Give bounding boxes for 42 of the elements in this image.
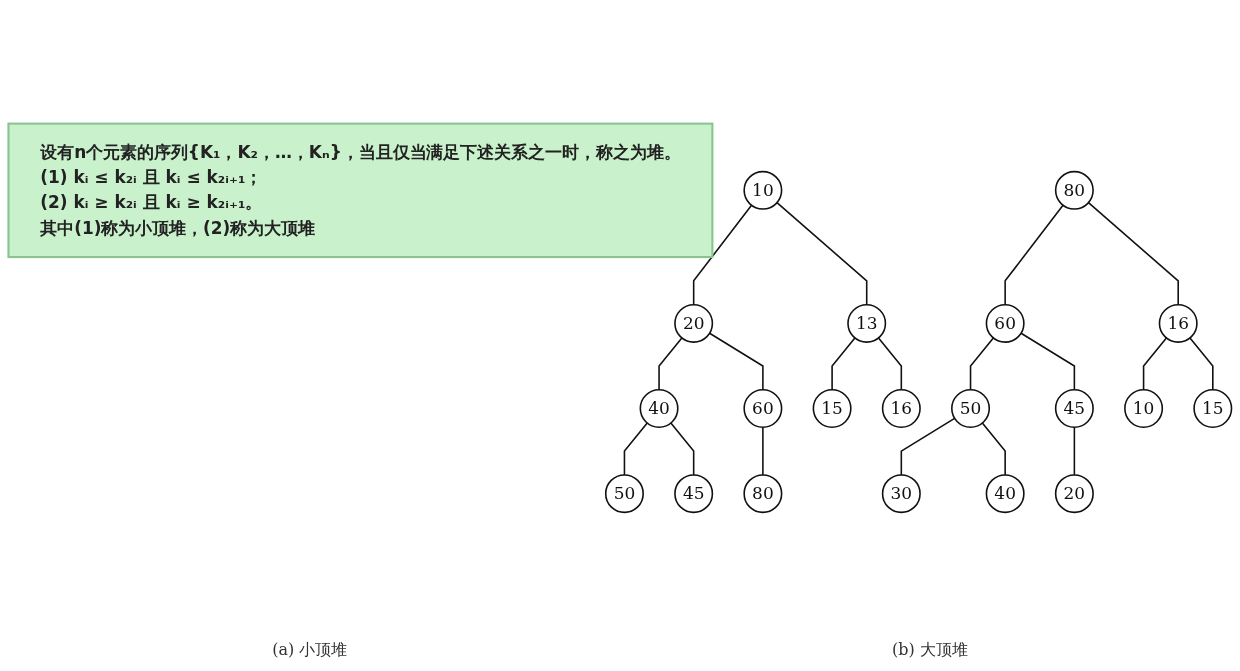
connector <box>900 417 956 476</box>
connector <box>1073 426 1076 476</box>
connector <box>708 332 764 391</box>
node-circle <box>985 474 1025 514</box>
connector <box>831 337 856 391</box>
connector <box>776 201 868 306</box>
node-circle <box>1193 389 1233 429</box>
node-circle <box>812 389 852 429</box>
node-circle <box>847 303 887 343</box>
node-circle <box>951 389 991 429</box>
node-circle <box>674 474 714 514</box>
connector <box>969 337 995 391</box>
node-box <box>7 122 714 259</box>
node-circle <box>743 389 783 429</box>
connector <box>877 337 903 391</box>
connector <box>762 426 764 476</box>
node-circle <box>639 389 679 429</box>
connector <box>1004 204 1064 306</box>
node-circle <box>743 170 783 210</box>
node-circle <box>1054 389 1094 429</box>
connector <box>1142 337 1168 391</box>
node-circle <box>985 303 1025 343</box>
node-circle <box>881 474 921 514</box>
connector <box>1087 201 1179 306</box>
figure-caption: (b) 大顶堆 <box>891 640 968 661</box>
figure-caption: (a) 小顶堆 <box>272 640 348 661</box>
node-circle <box>1054 170 1094 210</box>
node-circle <box>604 474 644 514</box>
connector <box>658 337 683 391</box>
node-circle <box>674 303 714 343</box>
node-circle <box>1054 474 1094 514</box>
node-circle <box>881 389 921 429</box>
connector <box>1020 332 1076 391</box>
connector <box>1189 337 1214 391</box>
node-circle <box>743 474 783 514</box>
heap-trees-diagram: 设有n个元素的序列{K₁，K₂，…，Kₙ}，当且仅当满足下述关系之一时，称之为堆。 (1) kᵢ ≤ k₂ᵢ 且 kᵢ ≤ k₂ᵢ₊₁； (2) kᵢ ≥ k₂ᵢ 且 kᵢ ≥ k₂ᵢ₊₁。 其中(1)称为小顶堆，(2)称为大顶堆 10 20 13 40 60 15 16 50 45 80 80 60 16 50 45 10 15 30 40 20 <box>0 0 1240 636</box>
connector <box>692 204 753 306</box>
connector <box>981 422 1006 476</box>
node-circle <box>1124 389 1164 429</box>
connector <box>623 422 649 476</box>
node-circle <box>1158 303 1198 343</box>
connector <box>670 422 695 476</box>
